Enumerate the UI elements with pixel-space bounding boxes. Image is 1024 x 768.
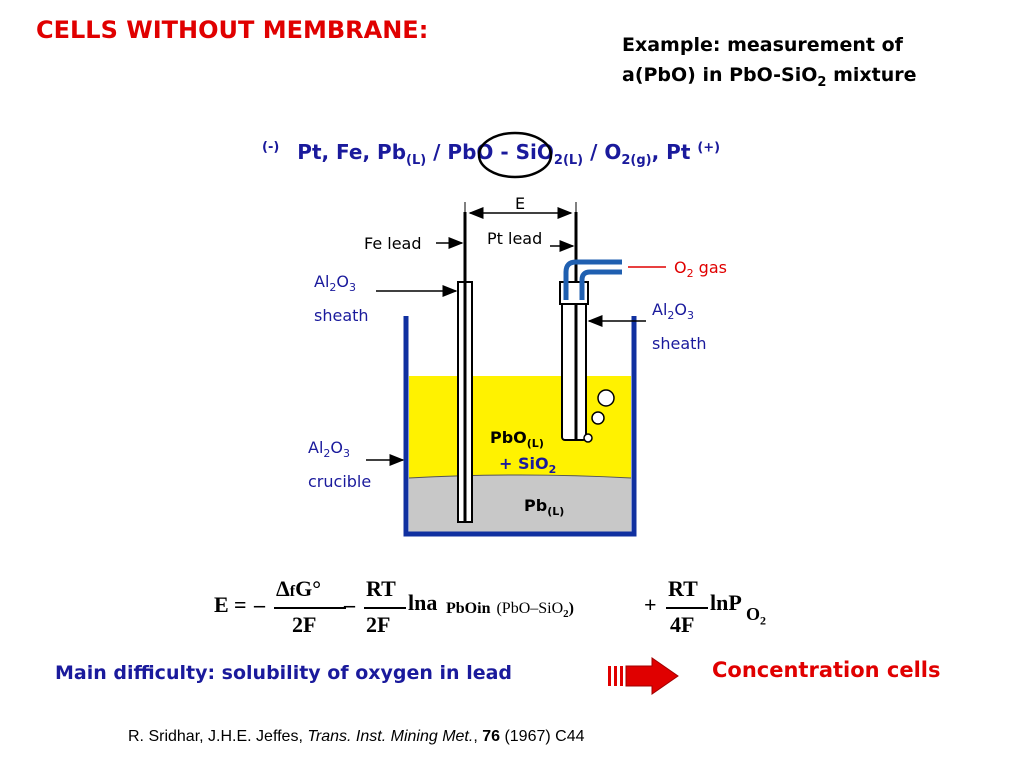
pbo-circled: PbO [447, 140, 494, 164]
o2-gas-label: O2 gas [674, 258, 727, 281]
lead-label: Pb(L) [524, 496, 565, 519]
bubble-icon [591, 411, 605, 425]
bubble-icon [597, 389, 615, 407]
example-line-2: a(PbO) in PbO-SiO2 mixture [622, 64, 917, 90]
main-difficulty-text: Main difficulty: solubility of oxygen in… [55, 662, 513, 684]
bubble-icon [583, 433, 593, 443]
pt-lead-sheath [561, 281, 587, 441]
molten-lead [409, 475, 631, 532]
emf-equation: E = – ΔfG° 2F – RT 2F lna PbOin(PbO–SiO2… [214, 576, 767, 637]
example-line-1: Example: measurement of [622, 34, 903, 56]
reference: R. Sridhar, J.H.E. Jeffes, Trans. Inst. … [128, 728, 585, 745]
cell-notation: (-)Pt, Fe, Pb(L) / PbO - SiO2(L) / O2(g)… [262, 140, 721, 168]
page-title: CELLS WITHOUT MEMBRANE: [36, 16, 429, 44]
example-text: Example: measurement of a(PbO) in PbO-Si… [622, 30, 917, 98]
gas-inlet-tube [563, 259, 622, 300]
crucible-wall [403, 316, 637, 537]
sheath-right-label: Al2O3 sheath [652, 300, 707, 354]
pbo-highlight-circle [477, 131, 553, 179]
e-label: E [515, 194, 526, 213]
right-arrow-icon [608, 657, 679, 695]
conclusion-text: Concentration cells [712, 658, 941, 682]
negative-terminal: (-) [262, 140, 280, 156]
melt-label-line1: PbO(L) [490, 428, 544, 451]
fe-lead-label: Fe lead [364, 234, 422, 253]
pt-lead-label: Pt lead [487, 229, 543, 248]
melt-label-line2: + SiO2 [499, 454, 557, 477]
positive-terminal: (+) [697, 140, 721, 156]
sheath-left-label: Al2O3 sheath [314, 272, 369, 326]
crucible-label: Al2O3 crucible [308, 438, 372, 492]
molten-oxide [409, 376, 631, 478]
